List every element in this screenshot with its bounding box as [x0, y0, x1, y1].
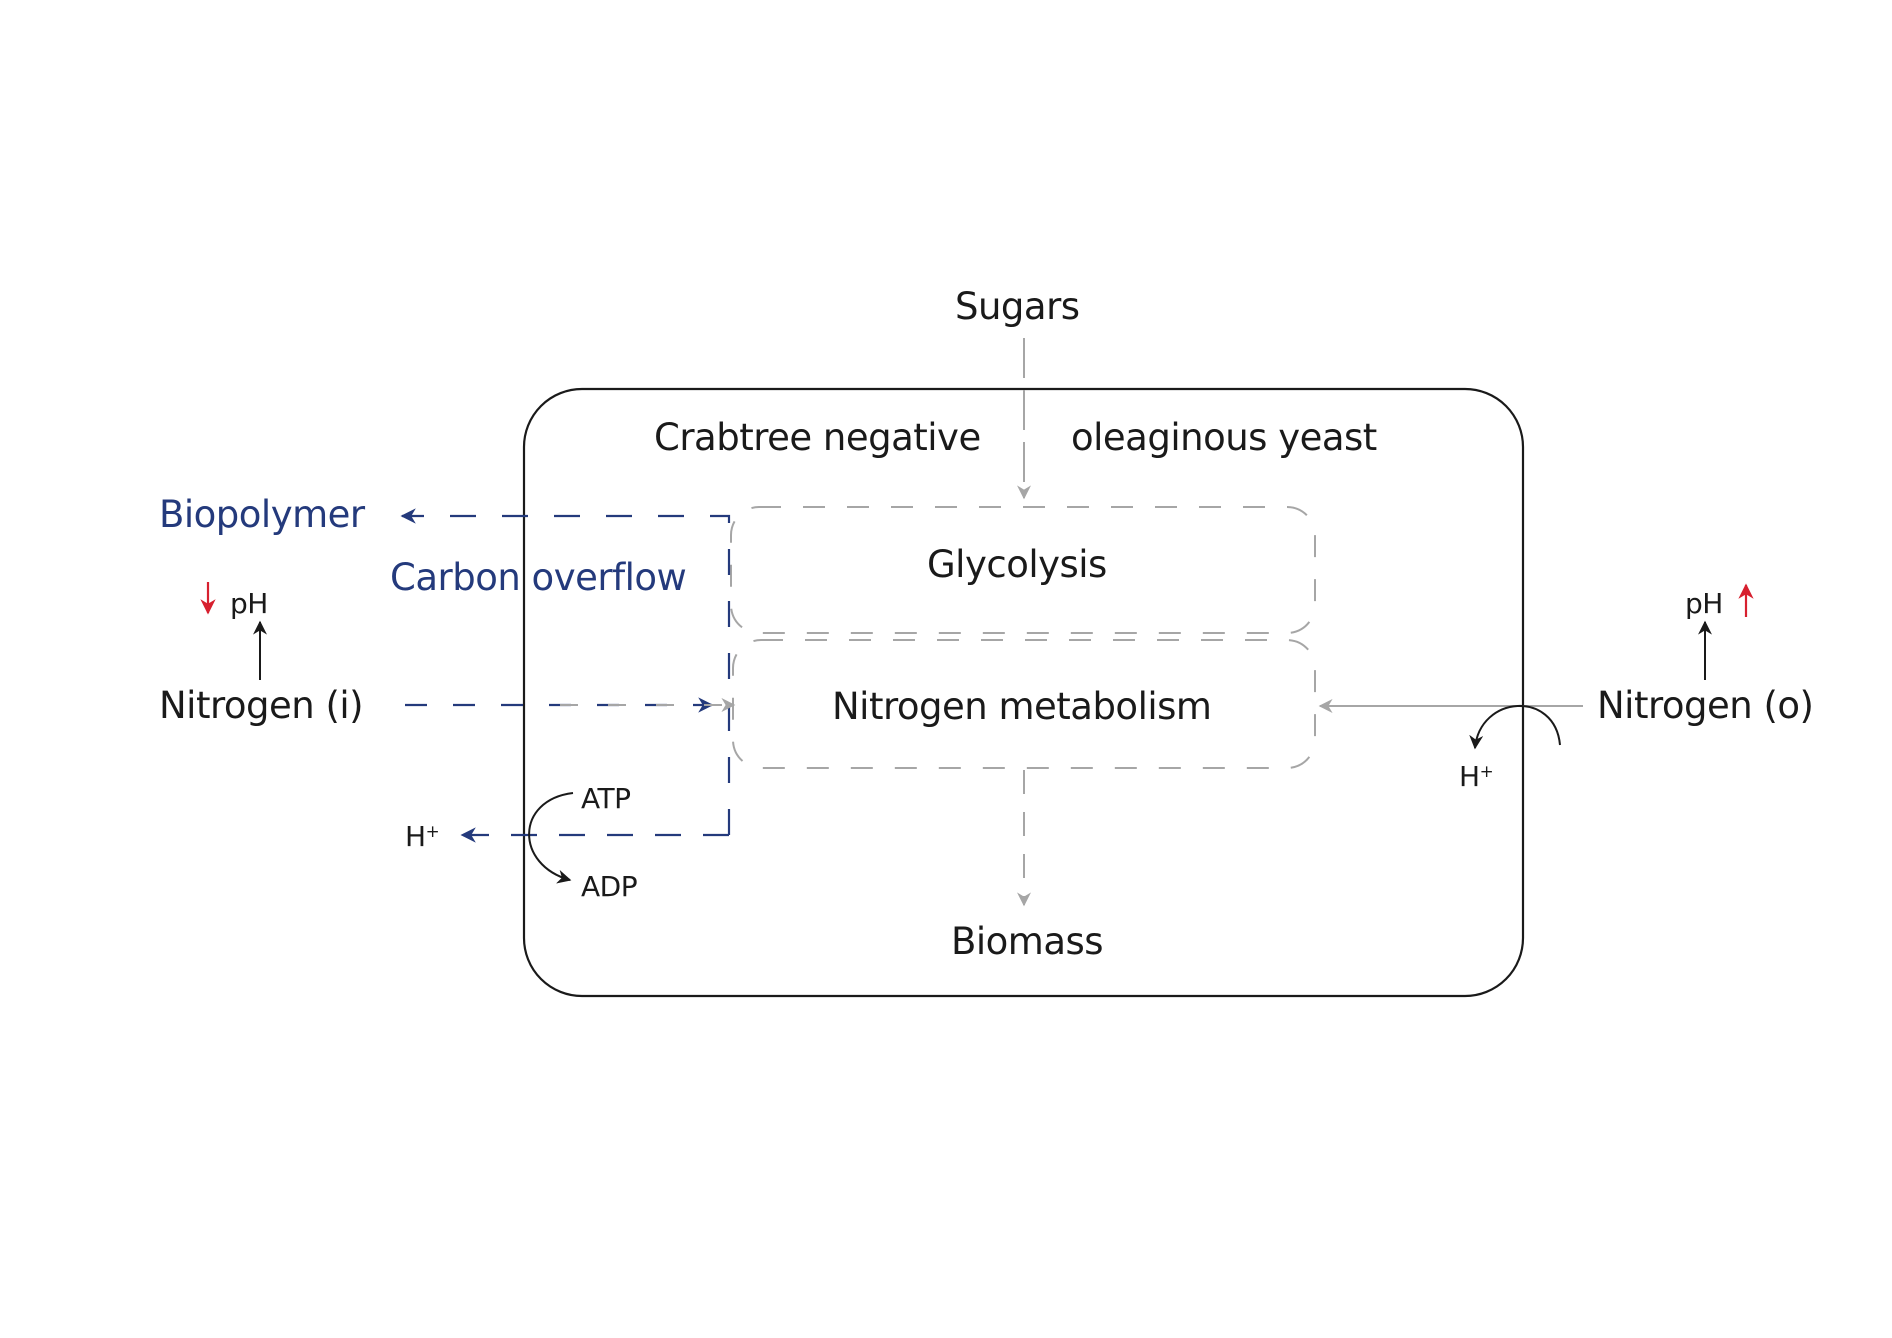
nitrogen-i-label: Nitrogen (i) — [159, 684, 364, 727]
glycolysis-compartment — [730, 506, 1316, 634]
atp-adp-arrow — [528, 792, 574, 884]
carbon-overflow-label: Carbon overflow — [390, 556, 687, 599]
ph-left-label: pH — [230, 587, 268, 620]
ph-right-label: pH — [1685, 587, 1723, 620]
proton-right-charge: + — [1479, 760, 1494, 781]
crabtree-negative-label: Crabtree negative — [654, 416, 981, 459]
proton-symport-arrow — [1469, 705, 1561, 750]
proton-right-symbol: H — [1459, 760, 1480, 793]
atp-label: ATP — [581, 782, 631, 815]
proton-right-label: H+ — [1459, 760, 1494, 793]
nitrogen-metabolism-label: Nitrogen metabolism — [832, 685, 1212, 728]
oleaginous-yeast-label: oleaginous yeast — [1071, 416, 1377, 459]
proton-left-symbol: H — [405, 820, 426, 853]
glycolysis-label: Glycolysis — [927, 543, 1107, 586]
biopolymer-label: Biopolymer — [159, 493, 365, 536]
cell-boundary — [522, 387, 1525, 998]
sugars-label: Sugars — [955, 285, 1080, 328]
carbon-overflow-path — [400, 508, 731, 835]
biomass-label: Biomass — [951, 920, 1104, 963]
proton-left-label: H+ — [405, 820, 440, 853]
nitrogen-o-label: Nitrogen (o) — [1597, 684, 1814, 727]
adp-label: ADP — [581, 870, 638, 903]
proton-left-charge: + — [425, 820, 440, 841]
